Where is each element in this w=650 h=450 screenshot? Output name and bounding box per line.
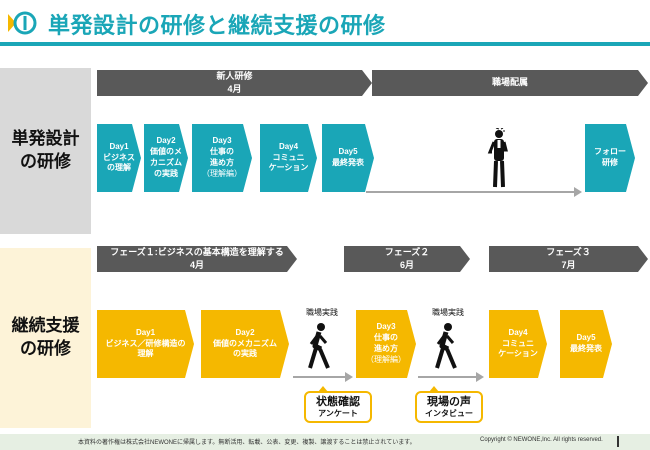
s1-day5-line2: 最終発表 bbox=[332, 158, 364, 167]
s2-day3-line1: Day3 bbox=[376, 322, 396, 332]
bar-phase3: フェーズ３ 7月 bbox=[489, 246, 648, 272]
s1-day5-line1: Day5 bbox=[338, 147, 358, 157]
bar-new-line1: 新人研修 bbox=[216, 70, 253, 81]
section2-label-line1: 継続支援 bbox=[11, 316, 80, 336]
s1-day3-line1: Day3 bbox=[212, 136, 232, 146]
walking-person-icon bbox=[308, 323, 330, 369]
title-underline bbox=[0, 42, 650, 46]
s1-day1-line3: の理解 bbox=[107, 163, 131, 173]
s1-day4-line3: ケーション bbox=[268, 163, 309, 173]
s1-day3-line2: 仕事の bbox=[210, 147, 234, 157]
phase2-line2: 6月 bbox=[399, 260, 414, 270]
callout1-subtitle: アンケート bbox=[318, 408, 358, 418]
section2-label: 継続支援 の研修 bbox=[0, 248, 91, 428]
s1-day2-line4: の実践 bbox=[154, 168, 178, 178]
callout1-title: 状態確認 bbox=[316, 395, 360, 408]
footer-bar bbox=[0, 434, 650, 450]
s1-day2-line2: 価値のメ bbox=[150, 147, 182, 157]
s1-day5-chevron: Day5 最終発表 bbox=[322, 124, 374, 192]
callout2-title: 現場の声 bbox=[427, 395, 471, 408]
section1-label: 単発設計 の研修 bbox=[0, 68, 91, 234]
s1-day3-line4: （理解編） bbox=[202, 168, 242, 178]
section1-label-line2: の研修 bbox=[20, 152, 71, 171]
s1-follow-line1: フォロー bbox=[594, 147, 626, 157]
phase3-line1: フェーズ３ bbox=[546, 246, 591, 257]
section2-label-line2: の研修 bbox=[20, 339, 71, 358]
s1-day3-line3: 進め方 bbox=[210, 158, 234, 167]
bar-field-assignment: 職場配属 bbox=[372, 70, 648, 96]
callout-status-check: 状態確認 アンケート bbox=[304, 386, 372, 423]
s2-day4-chevron: Day4 コミュニ ケーション bbox=[489, 310, 547, 378]
s1-day1-chevron: Day1 ビジネス の理解 bbox=[97, 124, 141, 192]
page-title: 単発設計の研修と継続支援の研修 bbox=[48, 13, 386, 38]
s1-day1-line1: Day1 bbox=[109, 141, 129, 151]
s1-day4-line1: Day4 bbox=[278, 141, 299, 151]
s2-day3-chevron: Day3 仕事の 進め方 （理解編） bbox=[356, 310, 416, 378]
s1-follow-line2: 研修 bbox=[602, 158, 618, 167]
field-practice-label-2: 職場実践 bbox=[432, 308, 464, 317]
s2-day1-line2: ビジネス／研修構造の bbox=[105, 338, 186, 348]
standing-person-icon bbox=[487, 128, 508, 188]
s1-day2-line1: Day2 bbox=[156, 136, 176, 146]
s2-day2-line3: の実践 bbox=[233, 349, 257, 359]
s1-day2-chevron: Day2 価値のメ カニズム の実践 bbox=[144, 124, 188, 192]
field-practice-label-1: 職場実践 bbox=[306, 308, 338, 317]
callout-field-voice: 現場の声 インタビュー bbox=[415, 386, 483, 423]
s2-day4-line3: ケーション bbox=[498, 349, 538, 359]
s1-day2-line3: カニズム bbox=[150, 158, 182, 167]
walking-person-icon bbox=[435, 323, 457, 369]
s1-day4-chevron: Day4 コミュニ ケーション bbox=[260, 124, 317, 192]
s2-day2-line1: Day2 bbox=[235, 327, 255, 337]
s2-day4-line2: コミュニ bbox=[502, 338, 534, 348]
phase1-line2: 4月 bbox=[189, 260, 204, 270]
s1-gray-arrow bbox=[366, 187, 582, 197]
footer-divider bbox=[617, 436, 619, 447]
phase1-line1: フェーズ１:ビジネスの基本構造を理解する bbox=[110, 246, 284, 257]
bar-phase2: フェーズ２ 6月 bbox=[344, 246, 470, 272]
section1-label-line1: 単発設計 bbox=[11, 129, 80, 149]
bar-new-line2: 4月 bbox=[227, 84, 242, 94]
s2-gray-arrow-1 bbox=[293, 372, 353, 382]
s2-day3-line4: （理解編） bbox=[366, 354, 406, 364]
s1-day3-chevron: Day3 仕事の 進め方 （理解編） bbox=[192, 124, 252, 192]
s2-day1-line1: Day1 bbox=[135, 327, 156, 337]
s2-day4-line1: Day4 bbox=[508, 327, 528, 337]
s2-day1-line3: 理解 bbox=[137, 349, 154, 359]
s2-day1-chevron: Day1 ビジネス／研修構造の 理解 bbox=[97, 310, 194, 378]
s2-gray-arrow-2 bbox=[418, 372, 484, 382]
bar-new-employee-training: 新人研修 4月 bbox=[97, 70, 372, 96]
s2-day3-line3: 進め方 bbox=[374, 344, 398, 353]
phase3-line2: 7月 bbox=[561, 260, 576, 270]
callout2-subtitle: インタビュー bbox=[425, 408, 473, 418]
s1-day4-line2: コミュニ bbox=[272, 152, 305, 162]
s2-day5-chevron: Day5 最終発表 bbox=[560, 310, 612, 378]
s2-day2-chevron: Day2 価値のメカニズム の実践 bbox=[201, 310, 289, 378]
bar-field-label: 職場配属 bbox=[491, 77, 528, 88]
s1-day1-line2: ビジネス bbox=[103, 152, 135, 162]
copyright-text: Copyright © NEWONE,Inc. All rights reser… bbox=[480, 437, 603, 443]
s2-day5-line1: Day5 bbox=[576, 333, 596, 343]
s1-follow-chevron: フォロー 研修 bbox=[585, 124, 635, 192]
logo-icon bbox=[8, 11, 37, 35]
s2-day3-line2: 仕事の bbox=[374, 333, 398, 343]
copyright-notice: 本資料の著作権は株式会社NEWONEに帰属します。無断活用、転載、公表、変更、複… bbox=[78, 440, 416, 446]
s2-day2-line2: 価値のメカニズム bbox=[213, 338, 277, 348]
phase2-line1: フェーズ２ bbox=[384, 246, 430, 257]
s2-day5-line2: 最終発表 bbox=[570, 344, 602, 353]
bar-phase1: フェーズ１:ビジネスの基本構造を理解する 4月 bbox=[97, 246, 297, 272]
